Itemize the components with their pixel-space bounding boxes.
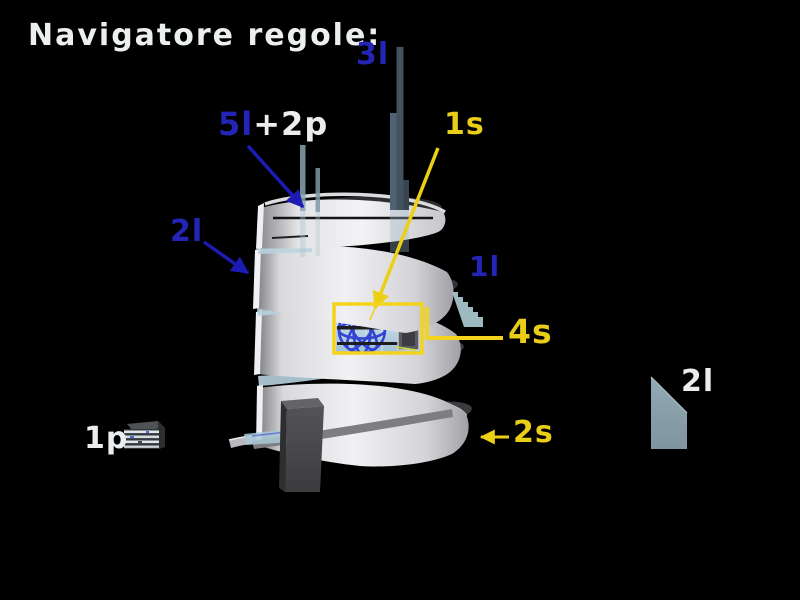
spiral-tower	[228, 47, 483, 492]
arrow-1s	[372, 147, 440, 310]
striped-block	[124, 421, 165, 449]
wall-panel	[650, 376, 688, 449]
annotation-arrows	[202, 144, 509, 445]
tower-slab-bars	[300, 47, 409, 257]
connector-4s	[425, 307, 503, 340]
label-plus-2p: +2p	[253, 105, 329, 143]
arrow-5l2p	[246, 144, 305, 209]
label-1p: 1p	[84, 421, 129, 456]
label-3l: 3l	[356, 37, 390, 72]
tower-band-2	[253, 245, 458, 333]
label-2l-right: 2l	[681, 364, 715, 399]
label-2l-left: 2l	[170, 214, 204, 249]
selection-box	[332, 302, 424, 355]
label-1s: 1s	[444, 107, 485, 142]
label-4s: 4s	[508, 312, 553, 351]
page-title: Navigatore regole:	[28, 18, 382, 53]
label-5l: 5l	[218, 105, 254, 143]
monolith-block	[279, 398, 324, 492]
label-5l-plus-2p: 5l +2p	[218, 108, 328, 140]
arrow-2l	[202, 240, 250, 275]
label-2s: 2s	[513, 415, 554, 450]
label-1l: 1l	[469, 250, 501, 283]
staircase	[452, 292, 483, 327]
